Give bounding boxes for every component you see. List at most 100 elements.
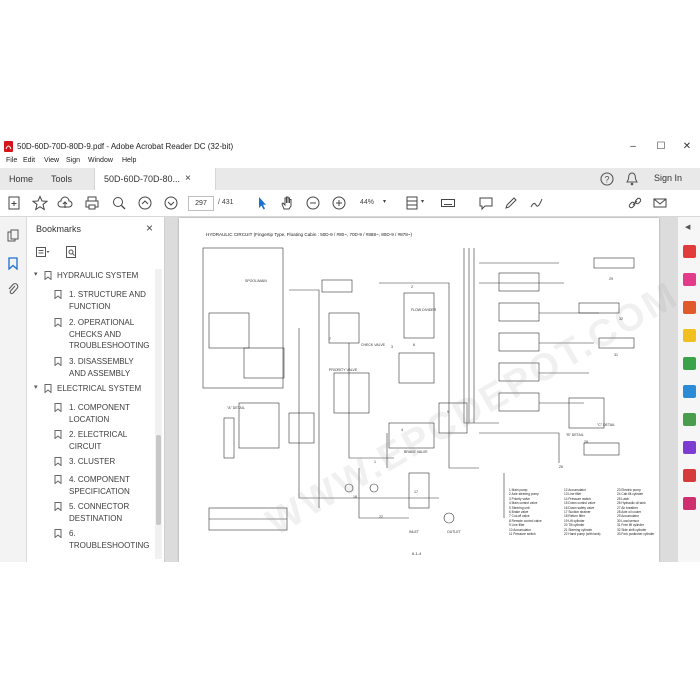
bookmark-item-component-location[interactable]: 1. COMPONENT LOCATION: [29, 402, 149, 426]
menu-edit[interactable]: Edit: [23, 157, 36, 164]
menu-view[interactable]: View: [44, 157, 60, 164]
bookmark-label: 2. ELECTRICAL CIRCUIT: [69, 430, 127, 451]
schematic-label: CHECK VALVE: [361, 343, 385, 347]
zoom-in-icon[interactable]: [331, 195, 347, 211]
next-page-icon[interactable]: [163, 195, 179, 211]
bookmark-icon: [44, 384, 52, 393]
more-tools-icon[interactable]: [683, 497, 696, 510]
collapse-chevron-icon[interactable]: ▾: [34, 384, 38, 391]
combine-files-icon[interactable]: [683, 357, 696, 370]
bookmark-item-electrical-circuit[interactable]: 2. ELECTRICAL CIRCUIT: [29, 429, 149, 453]
bookmark-panel-icon[interactable]: [7, 257, 19, 270]
scrollbar-thumb[interactable]: [156, 435, 161, 525]
fit-dropdown-icon[interactable]: ▾: [421, 199, 425, 205]
svg-text:9: 9: [447, 410, 449, 414]
sign-in-link[interactable]: Sign In: [654, 173, 683, 183]
title-bar: 50D-60D-70D-80D-9.pdf - Adobe Acrobat Re…: [0, 138, 700, 155]
svg-text:31: 31: [614, 353, 618, 357]
schematic-label: SPOOL/MAIN: [245, 279, 267, 283]
window-title: 50D-60D-70D-80D-9.pdf - Adobe Acrobat Re…: [17, 142, 234, 151]
bookmark-item-connector-destination[interactable]: 5. CONNECTOR DESTINATION: [29, 501, 149, 525]
bookmark-icon: [54, 529, 62, 538]
fill-sign-icon[interactable]: [683, 469, 696, 482]
notification-bell-icon[interactable]: [626, 172, 638, 186]
keyboard-icon[interactable]: [440, 195, 456, 211]
bookmark-item-troubleshooting[interactable]: 6. TROUBLESHOOTING: [29, 528, 149, 552]
minimize-button[interactable]: –: [630, 141, 636, 152]
bookmark-icon: [54, 502, 62, 511]
pdf-app-icon: [4, 141, 13, 152]
tab-document[interactable]: 50D-60D-70D-80... ×: [94, 168, 216, 190]
edit-pdf-icon[interactable]: [683, 301, 696, 314]
tab-close-icon[interactable]: ×: [185, 173, 191, 184]
bookmarks-header: Bookmarks: [36, 224, 82, 234]
bookmark-item-cluster[interactable]: 3. CLUSTER: [29, 456, 149, 468]
zoom-level-select[interactable]: 44%: [360, 199, 375, 206]
bookmark-item-operational-checks[interactable]: 2. OPERATIONAL CHECKS AND TROUBLESHOOTIN…: [29, 317, 149, 353]
bookmark-options-icon[interactable]: [36, 247, 50, 258]
close-panel-button[interactable]: ×: [146, 221, 154, 235]
svg-text:4: 4: [401, 428, 403, 432]
schematic-label: BRAKE VALVE: [404, 450, 428, 454]
bookmark-icon: [54, 475, 62, 484]
select-cursor-icon[interactable]: [254, 195, 270, 211]
zoom-out-icon[interactable]: [305, 195, 321, 211]
bookmark-label: ELECTRICAL SYSTEM: [57, 384, 142, 393]
cloud-upload-icon[interactable]: [57, 195, 73, 211]
menu-window[interactable]: Window: [88, 157, 113, 164]
maximize-button[interactable]: ☐: [656, 141, 666, 152]
protect-icon[interactable]: [683, 441, 696, 454]
svg-text:7: 7: [329, 337, 331, 341]
share-link-icon[interactable]: [627, 195, 643, 211]
schematic-label: "A" DETAIL: [227, 406, 245, 410]
svg-text:22: 22: [379, 515, 383, 519]
bookmark-item-component-specification[interactable]: 4. COMPONENT SPECIFICATION: [29, 474, 149, 498]
comment-icon[interactable]: [478, 195, 494, 211]
comment-tool-icon[interactable]: [683, 329, 696, 342]
fit-page-icon[interactable]: [404, 195, 420, 211]
previous-page-icon[interactable]: [137, 195, 153, 211]
bookmark-item-electrical-system[interactable]: ▾ ELECTRICAL SYSTEM: [29, 383, 149, 395]
bookmark-icon: [54, 290, 62, 299]
tab-home[interactable]: Home: [9, 174, 34, 184]
page-thumbnails-icon[interactable]: [7, 229, 19, 242]
bookmark-item-structure-and-function[interactable]: 1. STRUCTURE AND FUNCTION: [29, 289, 149, 313]
zoom-search-icon[interactable]: [111, 195, 127, 211]
bookmarks-scrollbar[interactable]: [155, 269, 162, 559]
export-pdf-icon[interactable]: [683, 245, 696, 258]
bookmark-item-disassembly[interactable]: 3. DISASSEMBLY AND ASSEMBLY: [29, 356, 149, 380]
scan-ocr-icon[interactable]: [683, 413, 696, 426]
page-number-label: 6-1-4: [412, 551, 422, 556]
hand-tool-icon[interactable]: [279, 195, 295, 211]
schematic-label: FLOW DIVIDER: [411, 308, 437, 312]
page-number-input[interactable]: 297: [188, 196, 214, 211]
close-window-button[interactable]: ✕: [682, 141, 692, 152]
search-bookmark-icon[interactable]: [66, 246, 77, 259]
attachments-icon[interactable]: [7, 283, 19, 296]
menu-help[interactable]: Help: [122, 157, 137, 164]
menu-bar: File Edit View Sign Window Help: [0, 155, 700, 168]
share-email-icon[interactable]: [652, 195, 668, 211]
zoom-dropdown-icon[interactable]: ▾: [383, 199, 387, 205]
bookmark-label: 2. OPERATIONAL CHECKS AND TROUBLESHOOTIN…: [69, 318, 150, 350]
bookmark-label: HYDRAULIC SYSTEM: [57, 271, 139, 280]
print-icon[interactable]: [84, 195, 100, 211]
draw-sign-icon[interactable]: [529, 195, 545, 211]
document-view[interactable]: HYDRAULIC CIRCUIT (Fingertip Type, Float…: [165, 217, 677, 562]
organize-pages-icon[interactable]: [683, 385, 696, 398]
collapse-rail-chevron-icon[interactable]: ◀: [685, 224, 691, 231]
toolbar: 297 / 431 44% ▾ ▾: [0, 190, 700, 217]
help-icon[interactable]: ?: [600, 172, 614, 186]
highlight-pen-icon[interactable]: [503, 195, 519, 211]
bookmark-item-hydraulic-system[interactable]: ▾ HYDRAULIC SYSTEM: [29, 270, 149, 282]
star-icon[interactable]: [32, 195, 48, 211]
create-pdf-tool-icon[interactable]: [683, 273, 696, 286]
menu-file[interactable]: File: [6, 157, 18, 164]
svg-text:3: 3: [391, 345, 393, 349]
tab-tools[interactable]: Tools: [51, 174, 73, 184]
collapse-chevron-icon[interactable]: ▾: [34, 271, 38, 278]
menu-sign[interactable]: Sign: [66, 157, 81, 164]
bookmark-label: 4. COMPONENT SPECIFICATION: [69, 475, 130, 496]
create-pdf-icon[interactable]: [6, 195, 22, 211]
